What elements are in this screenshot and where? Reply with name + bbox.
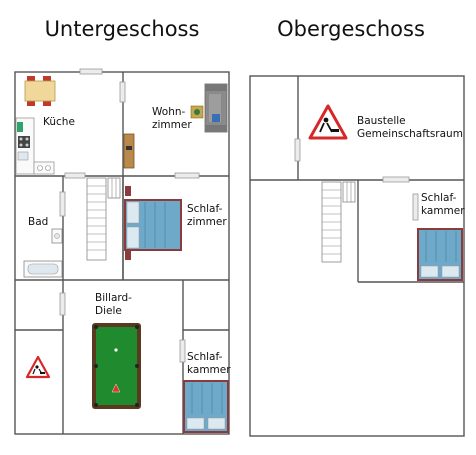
room-label-wohn-1: Wohn- — [152, 106, 186, 118]
room-label-schlafkammer-2: kammer — [187, 364, 231, 376]
bed-icon — [183, 380, 229, 433]
nightstand-icon — [125, 250, 131, 260]
room-label-schlafzimmer-2: zimmer — [187, 216, 227, 228]
stairs-icon — [321, 181, 356, 263]
door-marker — [382, 176, 410, 183]
kitchen-counter-icon — [15, 117, 55, 175]
lower-outer-wall — [14, 71, 230, 435]
sink-icon — [51, 228, 63, 244]
room-label-schlafkammer-1: Schlaf- — [187, 351, 223, 363]
door-marker — [412, 193, 419, 221]
room-label-baustelle-2: Gemeinschaftsraum — [357, 128, 463, 140]
billiard-table-icon — [92, 323, 141, 409]
room-label-ob-kammer-1: Schlaf- — [421, 192, 457, 204]
window-marker — [79, 68, 103, 75]
room-label-billard-1: Billard- — [95, 292, 132, 304]
bathtub-icon — [23, 260, 63, 278]
room-label-schlafzimmer-1: Schlaf- — [187, 203, 223, 215]
door-marker — [119, 81, 126, 103]
lower-floor-plan: Küche Wohn- zimmer Bad — [14, 68, 231, 435]
room-label-kueche: Küche — [43, 116, 75, 128]
tv-icon — [126, 146, 132, 150]
room-label-bad: Bad — [28, 216, 48, 228]
room-label-billard-2: Diele — [95, 305, 122, 317]
door-marker — [174, 172, 200, 179]
lower-floor-title: Untergeschoss — [45, 17, 200, 41]
room-label-wohn-2: zimmer — [152, 119, 192, 131]
stairs-icon — [86, 177, 121, 261]
room-label-baustelle-1: Baustelle — [357, 115, 406, 127]
construction-warning-icon — [308, 104, 348, 140]
sideboard-icon — [123, 133, 135, 169]
door-marker — [59, 292, 66, 316]
door-marker — [64, 172, 86, 179]
upper-floor-plan: Baustelle Gemeinschaftsraum Schlaf- kamm… — [249, 75, 465, 437]
bed-icon — [417, 228, 463, 281]
door-marker — [294, 138, 301, 162]
sofa-icon — [190, 83, 228, 133]
dining-table-icon — [24, 76, 56, 106]
upper-outer-wall — [249, 75, 465, 437]
bed-icon — [124, 186, 182, 260]
room-label-ob-kammer-2: kammer — [421, 205, 465, 217]
nightstand-icon — [125, 186, 131, 196]
door-marker — [59, 191, 66, 217]
upper-floor-title: Obergeschoss — [277, 17, 425, 41]
door-marker — [179, 339, 186, 363]
construction-warning-icon — [25, 355, 51, 379]
